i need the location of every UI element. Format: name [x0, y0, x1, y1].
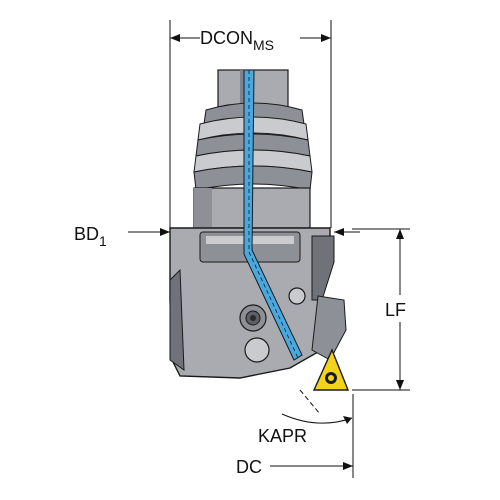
bd-label: BD1 [74, 224, 107, 249]
dimension-bd1: BD1 [74, 224, 360, 249]
dcon-label: DCONMS [200, 28, 274, 53]
clamp-screw [239, 304, 267, 332]
cutting-insert [312, 348, 350, 391]
dimension-kapr: KAPR [258, 389, 353, 446]
dimension-dcon-ms: DCONMS [169, 20, 332, 228]
dc-label: DC [236, 457, 262, 477]
hole-upper-right [288, 287, 306, 305]
dimension-dc: DC [236, 394, 354, 478]
lf-label: LF [385, 300, 406, 320]
coolant-channel [243, 69, 303, 361]
dcon-subscript: MS [253, 37, 274, 53]
kapr-label: KAPR [258, 426, 307, 446]
dimension-lf: LF [352, 228, 410, 391]
hole-lower [244, 337, 270, 363]
bd-subscript: 1 [99, 233, 107, 249]
